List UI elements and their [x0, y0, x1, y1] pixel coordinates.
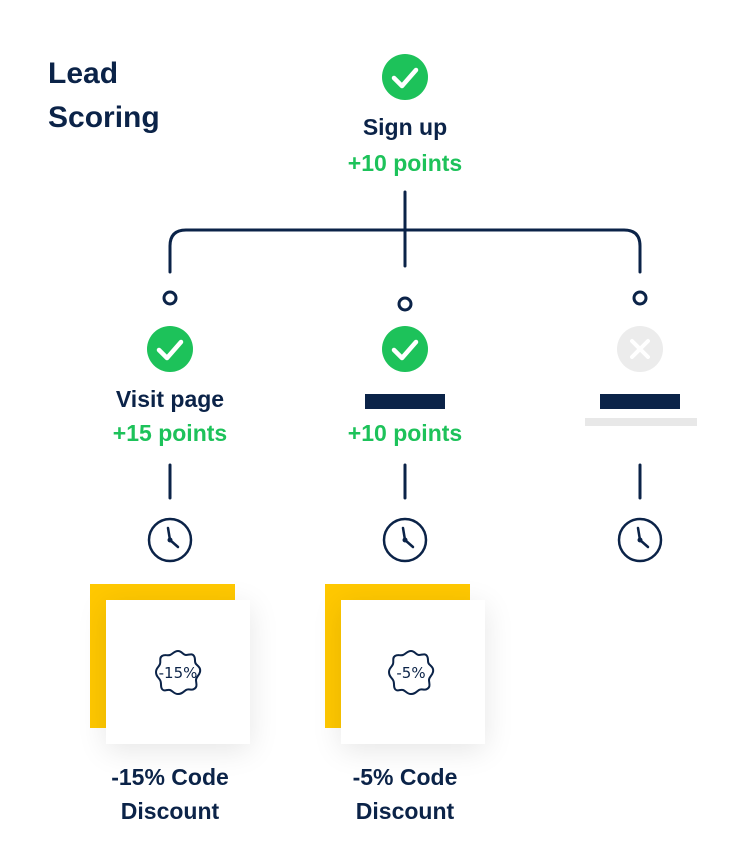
branch-3-clock-icon — [617, 517, 663, 563]
branch-1-clock-icon — [147, 517, 193, 563]
discount-badge-2-text: -5% — [396, 664, 426, 682]
branch-2-node — [397, 296, 413, 312]
branch-2-check-icon — [382, 326, 428, 372]
title-line-1: Lead — [48, 57, 119, 90]
discount-caption-1-line-2: Discount — [120, 798, 220, 824]
discount-badge-1-icon — [154, 649, 202, 696]
branch-2-points: +10 points — [347, 420, 463, 446]
branch-1-label: Visit page — [115, 386, 225, 412]
diagram-title: Lead Scoring — [48, 52, 248, 140]
branch-3-cross-icon — [617, 326, 663, 372]
discount-badge-2-icon — [387, 649, 435, 696]
title-line-2: Scoring — [48, 101, 160, 134]
discount-caption-1: -15% Code Discount — [70, 760, 270, 828]
root-label: Sign up — [362, 114, 448, 140]
discount-caption-2: -5% Code Discount — [305, 760, 505, 828]
root-check-icon — [382, 54, 428, 100]
branch-bracket-line — [168, 228, 642, 274]
discount-badge-1-text: -15% — [158, 664, 198, 682]
branch-3-points-placeholder — [585, 418, 697, 426]
discount-caption-2-line-1: -5% Code — [352, 764, 458, 790]
discount-caption-1-line-1: -15% Code — [111, 764, 229, 790]
branch-2-label-placeholder — [365, 394, 445, 409]
branch-3-label-placeholder — [600, 394, 680, 409]
branch-2-clock-icon — [382, 517, 428, 563]
discount-card-2: -5% — [341, 600, 485, 744]
branch-1-node — [162, 290, 178, 306]
discount-caption-2-line-2: Discount — [355, 798, 455, 824]
branch-1-check-icon — [147, 326, 193, 372]
discount-card-1: -15% — [106, 600, 250, 744]
branch-1-points: +15 points — [112, 420, 228, 446]
branch-3-node — [632, 290, 648, 306]
root-points: +10 points — [347, 150, 463, 176]
